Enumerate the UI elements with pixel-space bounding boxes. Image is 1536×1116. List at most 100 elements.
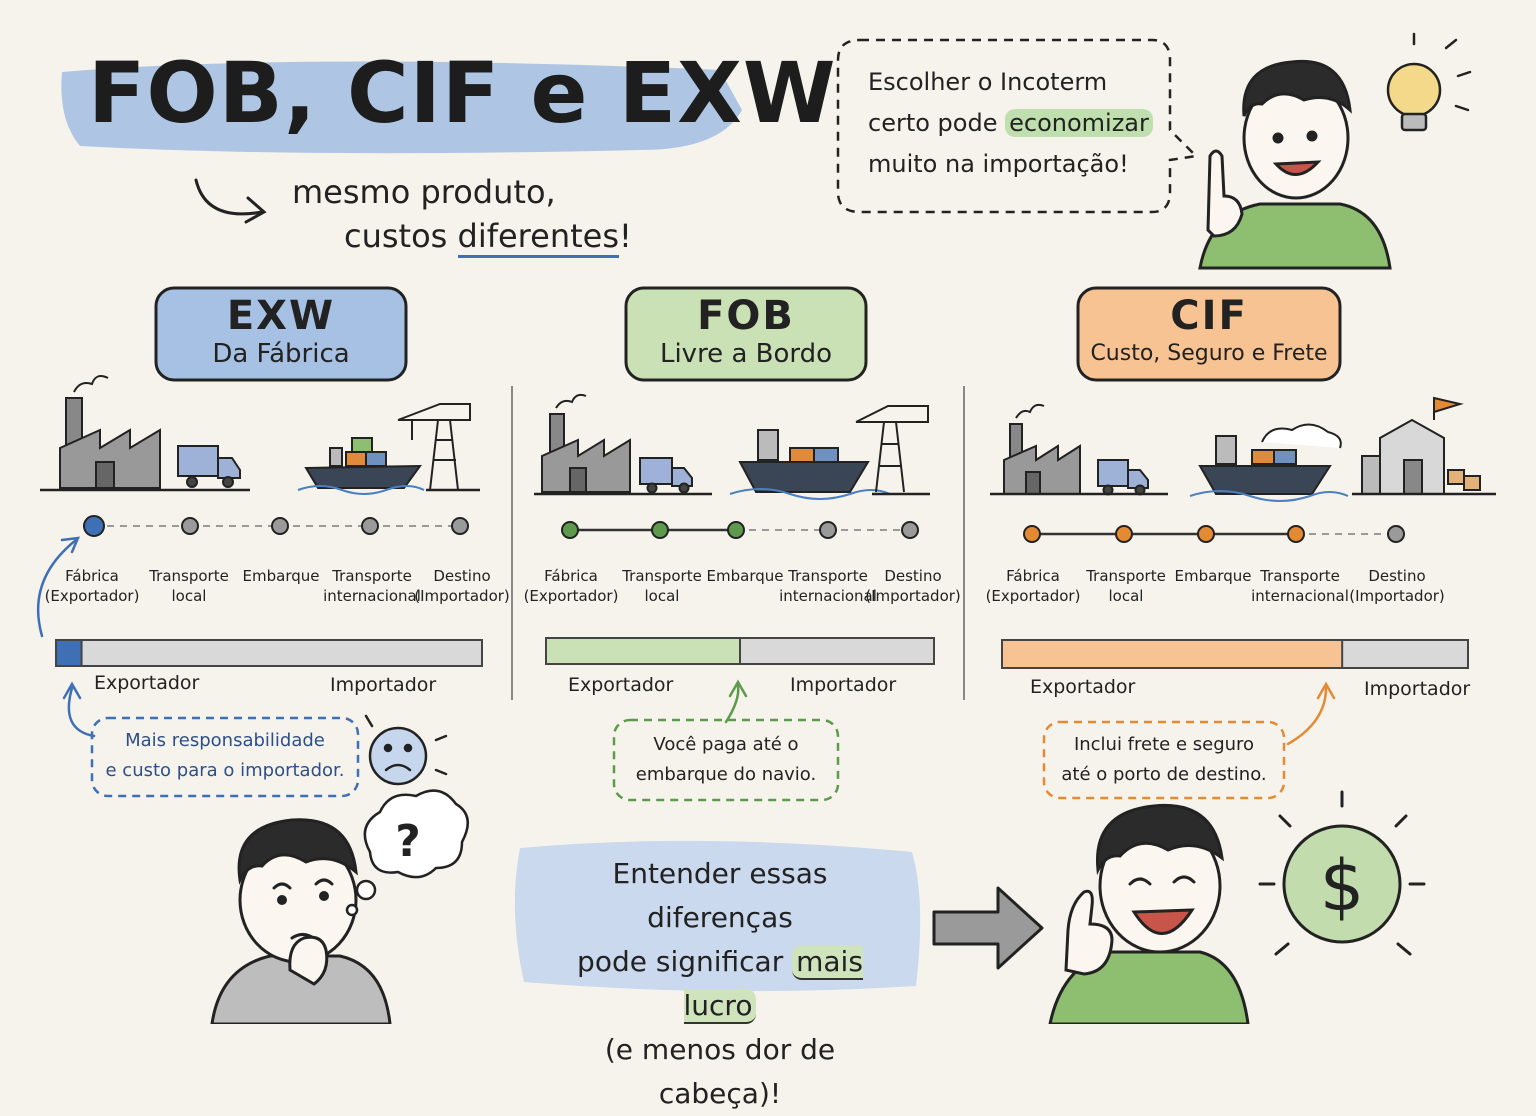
exw-timeline-dot [271, 517, 289, 535]
bottom-message-line-2: pode significar mais lucro [540, 940, 900, 1028]
exw-timeline-dot [181, 517, 199, 535]
fob-timeline-dot [561, 521, 579, 539]
lightbulb-icon [1386, 32, 1472, 132]
page-title: FOB, CIF e EXW [88, 44, 837, 142]
fob-connector-arrow [724, 679, 748, 724]
cif-note-line-1: Inclui frete e seguro [1073, 734, 1255, 755]
cif-timeline-dot [1387, 525, 1405, 543]
cif-importer-label: Importador [1364, 678, 1471, 700]
exw-exporter-share-bar [55, 639, 83, 667]
question-mark: ? [395, 816, 421, 867]
cif-code: CIF [1170, 293, 1248, 339]
fob-timeline-dot [901, 521, 919, 539]
bottom-message: Entender essas diferenças pode significa… [540, 852, 900, 1116]
illustration-canvas: ? $ [36, 32, 1496, 1024]
exw-stage-label: Fábrica(Exportador) [44, 567, 140, 605]
exw-connector-arrows [36, 536, 96, 738]
fob-note-line-2: embarque do navio. [635, 764, 817, 785]
cif-stage-label: Destino(Importador) [1349, 567, 1445, 605]
title-brush-highlight [61, 61, 742, 154]
exw-code: EXW [226, 293, 336, 339]
fob-exporter-share-bar [545, 637, 741, 665]
warehouse-icon [1361, 396, 1481, 495]
fob-timeline-dot [651, 521, 669, 539]
subtitle-line-2: custos diferentes! [292, 214, 632, 258]
coin-symbol: $ [1320, 845, 1365, 927]
factory-icon [1003, 403, 1081, 495]
dollar-coin-icon: $ [1258, 790, 1426, 956]
cif-note-line-2: até o porto de destino. [1061, 764, 1267, 785]
exw-logistics-scene [40, 375, 480, 495]
crane-icon [397, 403, 471, 491]
fob-name: Livre a Bordo [659, 339, 833, 369]
truck-icon [1097, 459, 1149, 496]
cif-stage-label: Embarque [1174, 567, 1252, 585]
exw-timeline-dot [451, 517, 469, 535]
cif-note-box [1042, 720, 1286, 800]
fob-note-line-1: Você paga até o [653, 734, 799, 755]
exw-note-line-1: Mais responsabilidade [125, 730, 325, 751]
fob-stage-label: Fábrica(Exportador) [523, 567, 619, 605]
term-box-shapes [154, 286, 1342, 382]
fob-exporter-label: Exportador [568, 674, 674, 696]
exw-importer-label: Importador [330, 674, 437, 696]
fob-timeline-dot [727, 521, 745, 539]
exw-name: Da Fábrica [212, 339, 350, 369]
cif-stage-label: Fábrica(Exportador) [985, 567, 1081, 605]
fob-note-box [612, 718, 840, 802]
crane-icon [855, 405, 929, 493]
fob-importer-label: Importador [790, 674, 897, 696]
speech-line-1: Escolher o Incoterm [868, 68, 1108, 96]
fob-note: Você paga até o embarque do navio. [614, 730, 838, 790]
cif-timeline-dot [1023, 525, 1041, 543]
subtitle-line-2-post: ! [619, 217, 632, 255]
exw-stage-label: Destino(Importador) [414, 567, 510, 605]
cif-timeline-dot [1115, 525, 1133, 543]
truck-icon [177, 445, 241, 488]
exw-note-box [90, 716, 360, 798]
truck-icon [639, 457, 693, 494]
ship-icon [304, 437, 422, 489]
exw-importer-share-bar [55, 639, 483, 667]
presenter-character-icon [1198, 59, 1392, 270]
speech-bubble-text: Escolher o Incoterm certo pode economiza… [868, 62, 1153, 185]
top-speech-bubble [836, 38, 1199, 214]
thought-bubble-icon: ? [345, 789, 469, 917]
cif-timeline-dot [1197, 525, 1215, 543]
cif-note: Inclui frete e seguro até o porto de des… [1044, 730, 1284, 790]
exw-stage-label: Embarque [242, 567, 320, 585]
exw-note: Mais responsabilidade e custo para o imp… [92, 726, 358, 786]
bottom-message-line-1: Entender essas diferenças [612, 857, 828, 934]
sad-face-icon [364, 714, 448, 786]
factory-icon [541, 393, 631, 493]
happy-person-thumbs-up-icon [1048, 803, 1250, 1024]
timelines [83, 515, 1405, 543]
cif-exporter-share-bar [1001, 639, 1344, 669]
speech-emphasis: economizar [1005, 109, 1153, 137]
cif-timeline-dot [1287, 525, 1305, 543]
speech-line-3: muito na importação! [868, 150, 1129, 178]
fob-term-box: FOB Livre a Bordo [626, 288, 866, 380]
cif-name: Custo, Seguro e Frete [1090, 341, 1328, 366]
speech-line-2-pre: certo pode [868, 109, 1006, 137]
exw-exporter-label: Exportador [94, 672, 200, 694]
subtitle-curved-arrow-icon [194, 178, 267, 224]
exw-note-line-2: e custo para o importador. [105, 760, 345, 781]
responsibility-bars [55, 637, 1469, 669]
fob-stage-label: Destino(Importador) [865, 567, 961, 605]
fob-stage-label: Embarque [706, 567, 784, 585]
speech-line-2: certo pode economizar [868, 103, 1153, 144]
bottom-message-line-3: (e menos dor de cabeça)! [604, 1033, 836, 1110]
ship-icon [1198, 423, 1342, 495]
subtitle-line-1: mesmo produto, [292, 173, 556, 211]
big-right-arrow-icon [932, 886, 1044, 970]
cif-logistics-scene [990, 396, 1496, 502]
fob-logistics-scene [534, 393, 930, 500]
cif-exporter-label: Exportador [1030, 676, 1136, 698]
